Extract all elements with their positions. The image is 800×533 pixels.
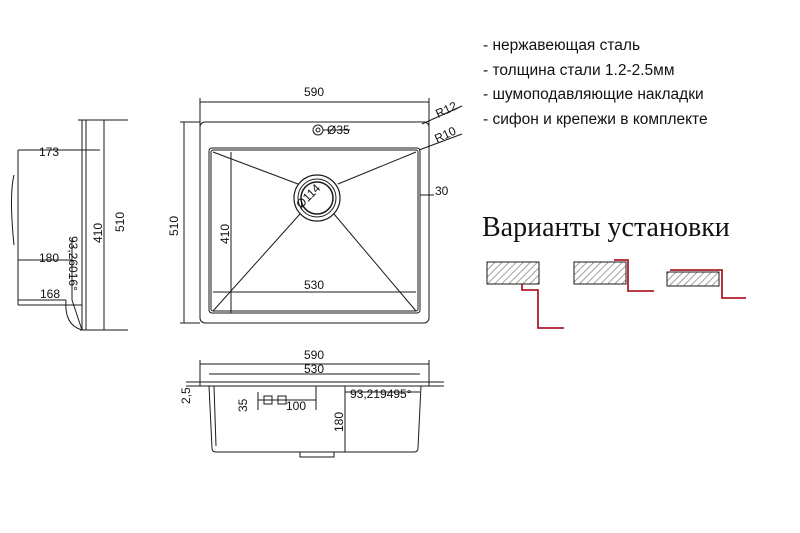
feature-item: - нержавеющая сталь [483,37,641,54]
front-overflow-length: 100 [286,399,306,413]
variant-flush [573,259,654,292]
side-height-outer: 510 [113,212,127,232]
top-corner-inner: R10 [432,124,458,146]
front-angle: 93,219495° [350,387,412,401]
top-corner-outer: R12 [433,99,459,121]
top-bowl-width: 530 [304,278,324,292]
top-outer-height: 510 [167,216,181,236]
front-outer-width: 590 [304,348,324,362]
variant-undermount [486,261,564,329]
front-overflow-height: 35 [236,398,250,412]
side-height-bowl: 410 [91,223,105,243]
side-view [11,119,128,331]
top-overflow-hole: Ø35 [327,123,350,137]
side-angle: 93,26016° [66,236,80,291]
feature-list: - нержавеющая сталь - толщина стали 1.2-… [483,34,708,132]
front-depth: 180 [332,412,346,432]
variants-title: Варианты установки [482,212,730,243]
feature-item: - сифон и крепежи в комплекте [483,110,708,128]
front-view [186,360,444,458]
top-view [180,98,463,324]
top-edge-offset: 30 [435,184,449,198]
top-outer-width: 590 [304,85,324,99]
side-depth-bottom: 168 [40,287,60,301]
front-rim: 2,5 [179,387,193,404]
top-bowl-height: 410 [218,224,232,244]
side-depth-top: 173 [39,145,59,159]
feature-item: - шумоподавляющие накладки [483,86,704,103]
feature-item: - толщина стали 1.2-2.5мм [483,61,675,79]
front-bowl-width: 530 [304,362,324,376]
side-depth-mid: 180 [39,251,59,265]
variant-overmount [666,269,746,299]
